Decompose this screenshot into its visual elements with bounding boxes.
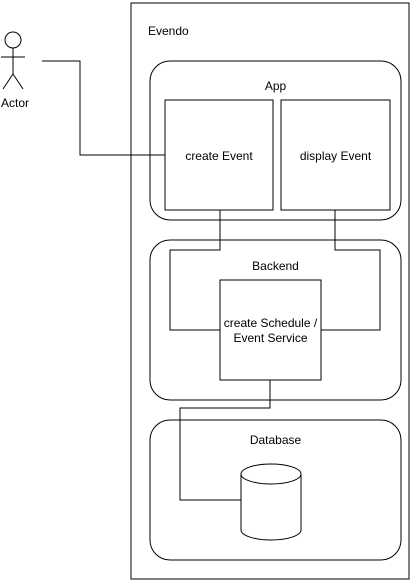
app-container <box>149 60 402 221</box>
actor-label: Actor <box>0 96 29 110</box>
create-event-label: create Event <box>185 149 253 163</box>
display-event-label: display Event <box>299 149 372 163</box>
database-container <box>149 419 402 561</box>
database-title: Database <box>249 433 302 447</box>
service-to-database-edge <box>179 380 271 501</box>
backend-title: Backend <box>252 259 299 273</box>
display-event-to-service-edge <box>321 210 381 331</box>
app-title: App <box>264 79 287 93</box>
actor-to-create-event-edge <box>42 60 165 156</box>
service-label-line1: create Schedule / <box>223 316 318 330</box>
system-boundary <box>130 2 410 580</box>
backend-container <box>149 239 402 401</box>
system-title: Evendo <box>148 24 189 38</box>
create-event-to-service-edge <box>169 210 221 331</box>
actor-figure <box>1 31 25 90</box>
database-cylinder-icon <box>240 463 302 541</box>
service-box <box>219 279 322 381</box>
service-label-line2: Event Service <box>233 331 308 345</box>
